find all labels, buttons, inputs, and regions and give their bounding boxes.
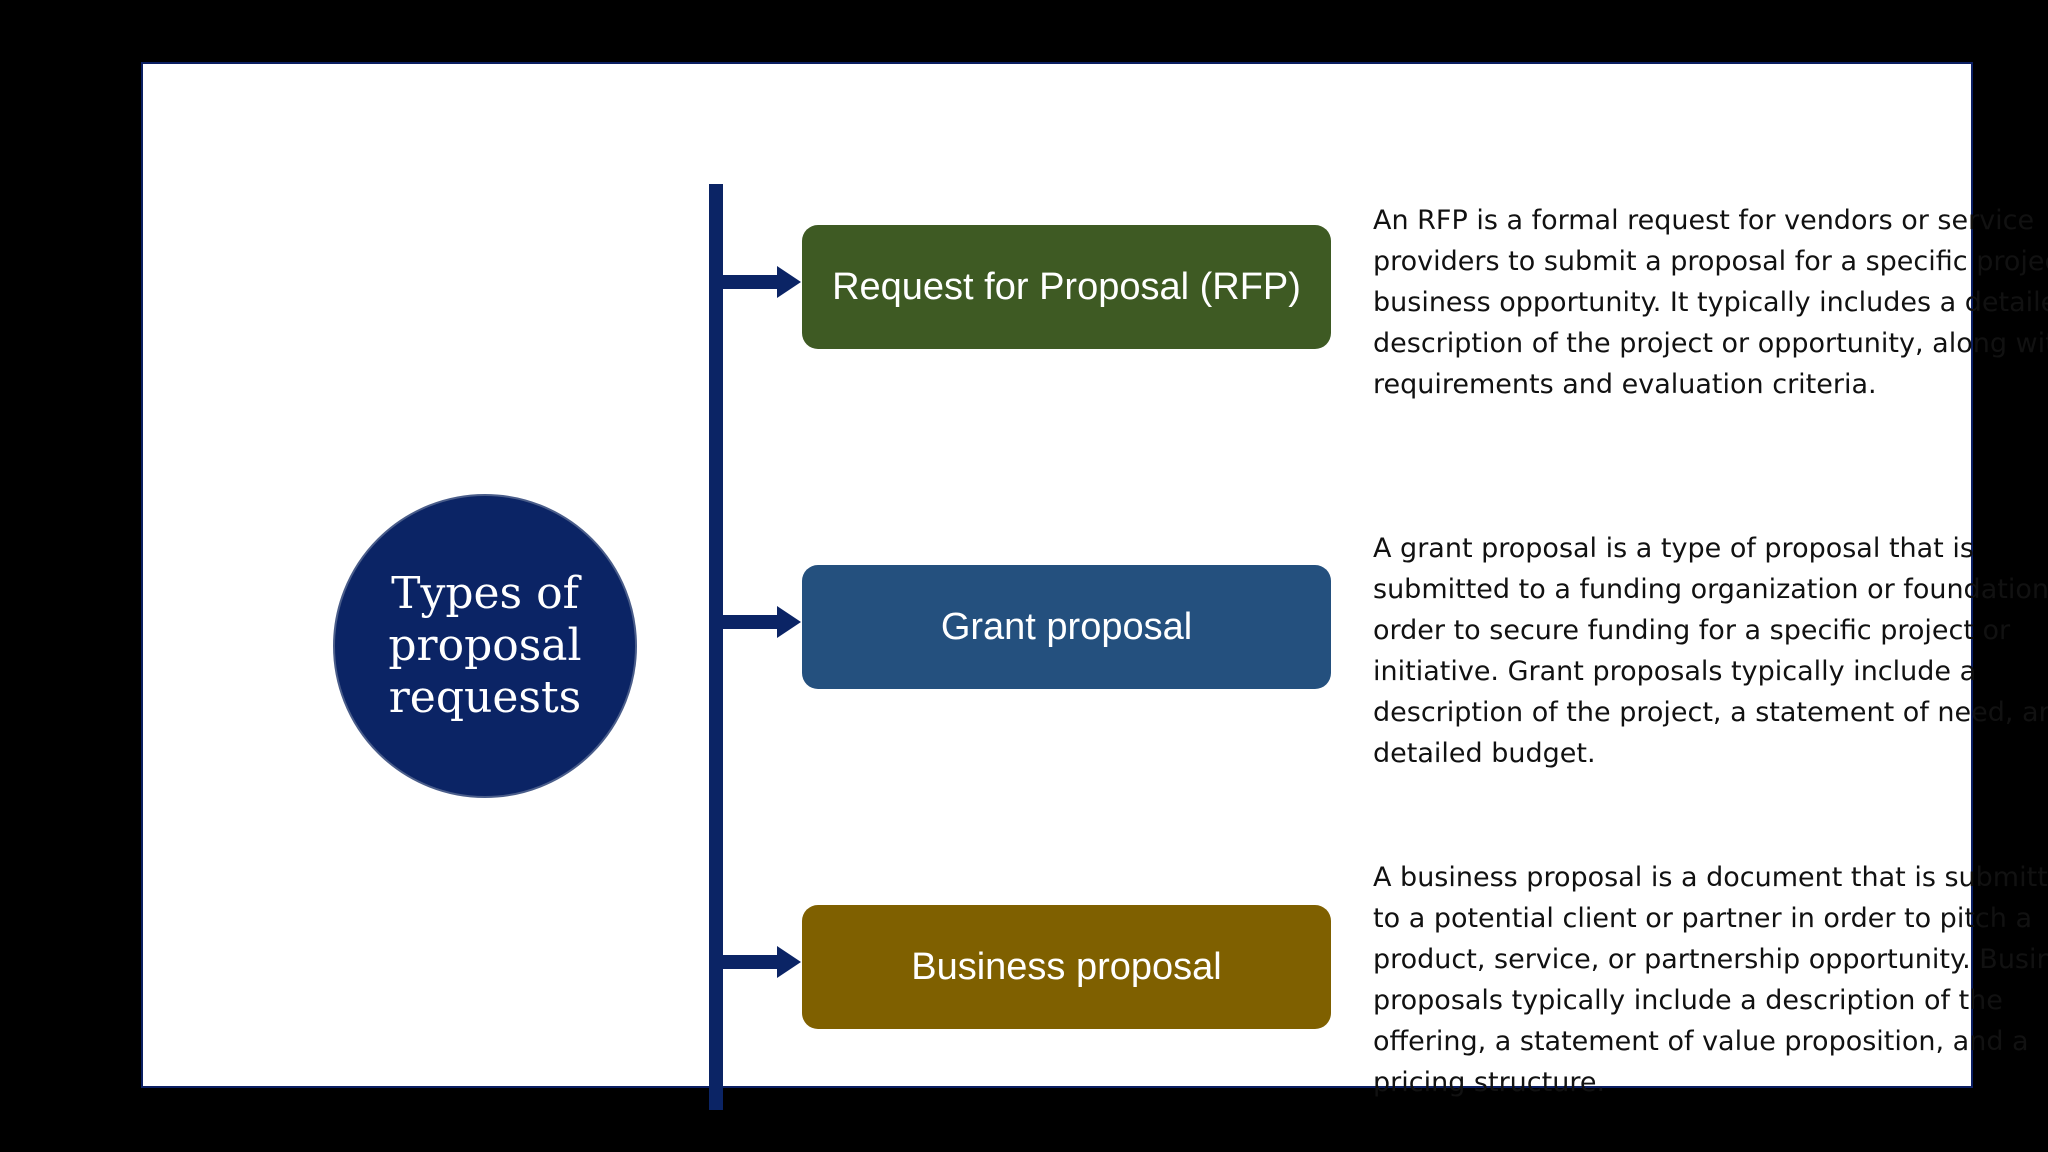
description-business: A business proposal is a document that i… bbox=[1373, 862, 2048, 1098]
connector-arrow-business bbox=[721, 946, 801, 978]
connector-arrow-rfp bbox=[721, 266, 801, 298]
hub-circle: Types of proposal requests bbox=[333, 494, 637, 798]
category-box-business: Business proposal bbox=[802, 905, 1331, 1029]
category-label-rfp: Request for Proposal (RFP) bbox=[832, 265, 1301, 308]
connector-arrow-grant bbox=[721, 606, 801, 638]
category-box-grant: Grant proposal bbox=[802, 565, 1331, 689]
description-rfp: An RFP is a formal request for vendors o… bbox=[1373, 205, 2048, 400]
slide-canvas: Types of proposal requests Request for P… bbox=[141, 62, 2048, 1110]
category-label-business: Business proposal bbox=[911, 945, 1222, 988]
hub-title: Types of proposal requests bbox=[388, 568, 582, 723]
vertical-trunk-line bbox=[709, 184, 723, 1110]
description-grant: A grant proposal is a type of proposal t… bbox=[1373, 533, 2048, 769]
category-box-rfp: Request for Proposal (RFP) bbox=[802, 225, 1331, 349]
category-label-grant: Grant proposal bbox=[940, 605, 1193, 648]
